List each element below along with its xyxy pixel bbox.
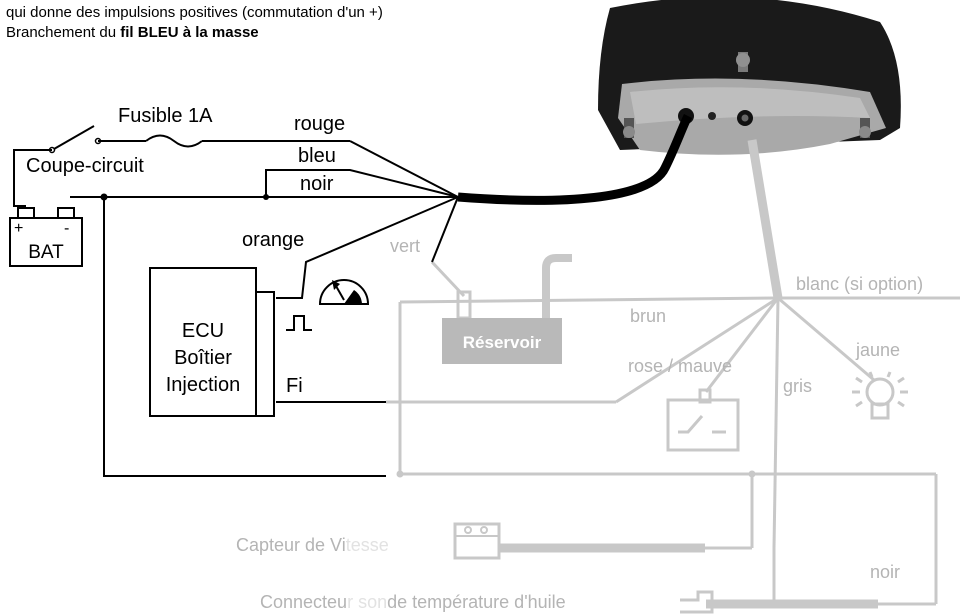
faded-labels: vert brun rose / mauve gris jaune blanc … — [236, 236, 923, 612]
gauge-stud-right-nut — [859, 126, 871, 138]
tacho-needle-tip — [332, 280, 340, 290]
label-rose: rose / mauve — [628, 356, 732, 376]
battery-body — [9, 217, 83, 267]
battery-terminal-minus — [57, 207, 75, 219]
bulb-ray-6 — [897, 400, 905, 408]
speed-sensor-hole-1 — [464, 526, 472, 534]
label-connecteur-huile: Connecteur sonde température d'huile — [260, 592, 566, 612]
header-line-2-bold: fil BLEU à la masse — [120, 24, 258, 41]
tachometer-icon — [318, 279, 370, 305]
breaker-contact-right — [94, 137, 102, 145]
junction-ground-grey — [396, 470, 404, 478]
oil-switch-icon — [666, 388, 740, 452]
grey-harness — [747, 139, 783, 299]
header-line-2: Branchement du fil BLEU à la masse — [6, 24, 259, 41]
label-blanc: blanc (si option) — [796, 274, 923, 294]
battery-minus-label: - — [64, 220, 69, 237]
gauge-hole — [708, 112, 716, 120]
bulb-base — [870, 402, 890, 420]
oil-temp-connector-shape — [680, 590, 714, 614]
battery: + - BAT — [9, 207, 83, 267]
battery-label: BAT — [28, 242, 64, 263]
wire-gris — [772, 297, 780, 549]
reservoir-label: Réservoir — [463, 333, 542, 352]
ecu-label-1: ECU — [182, 320, 224, 342]
ecu-body — [149, 267, 257, 417]
bulb-ray-7 — [868, 371, 874, 378]
oil-temp-connector-icon — [680, 590, 714, 614]
main-cable — [457, 113, 693, 205]
header-line-1: qui donne des impulsions positives (comm… — [6, 4, 383, 21]
label-fuse: Fusible 1A — [118, 105, 213, 127]
reservoir-body — [442, 318, 562, 364]
label-noir-bottom: noir — [870, 562, 900, 582]
label-capteur-vitesse: Capteur de Vitesse — [236, 535, 389, 555]
black-labels: Fusible 1A Coupe-circuit rouge bleu noir… — [26, 105, 345, 397]
gauge-stud-left-nut — [623, 126, 635, 138]
battery-terminal-plus — [17, 207, 35, 219]
gauge-stud-nut — [736, 53, 750, 67]
bulb-glass — [865, 377, 895, 407]
wire-rouge — [349, 140, 459, 198]
ecu-connector — [255, 291, 275, 417]
wire-orange — [276, 196, 459, 299]
wire-brun — [399, 296, 779, 304]
label-jaune: jaune — [855, 340, 900, 360]
speed-sensor-icon — [453, 522, 501, 560]
label-conn-a: Connecteu — [260, 592, 347, 612]
oil-switch-contact — [678, 415, 704, 434]
faded-wiring — [386, 139, 960, 609]
tacho-needle — [335, 285, 345, 301]
label-rouge: rouge — [294, 113, 345, 135]
tacho-red-zone — [344, 290, 362, 304]
black-wiring — [13, 113, 693, 477]
label-gris: gris — [783, 376, 812, 396]
bulb-ray-8 — [886, 371, 892, 378]
reservoir: Réservoir — [442, 254, 572, 364]
wire-vert-grey — [430, 260, 466, 298]
battery-plus-label: + — [14, 220, 23, 237]
wire-bat-plus — [13, 149, 52, 207]
oil-switch-box — [666, 398, 740, 452]
wire-ground — [103, 197, 386, 477]
wire-vert — [431, 196, 459, 263]
label-fi: Fi — [286, 375, 303, 397]
speed-sensor-hole-2 — [480, 526, 488, 534]
wire-bleu — [265, 169, 459, 198]
label-conn-c: de température d'huile — [387, 592, 566, 612]
gauge-connector-pin — [741, 114, 749, 122]
fuse-symbol — [145, 134, 203, 148]
reservoir-pipe — [542, 254, 572, 320]
junction-bleu — [263, 194, 269, 200]
wire-rose — [615, 296, 779, 404]
label-bleu: bleu — [298, 145, 336, 167]
bulb-icon — [852, 371, 908, 420]
wire-jaune — [777, 296, 875, 382]
bulb-ray-3 — [855, 400, 863, 408]
label-orange: orange — [242, 229, 304, 251]
label-vert: vert — [390, 236, 420, 256]
label-noir: noir — [300, 173, 334, 195]
label-breaker: Coupe-circuit — [26, 155, 144, 177]
label-capteur-b: tesse — [346, 535, 389, 555]
junction-speed — [748, 470, 756, 478]
wire-rose-switch — [704, 297, 780, 393]
label-brun: brun — [630, 306, 666, 326]
breaker-contact-left — [48, 146, 56, 154]
oil-switch-terminal — [698, 388, 712, 404]
pulse-icon — [286, 315, 312, 331]
bulb-ray-4 — [897, 376, 905, 384]
breaker-switch-arm — [53, 125, 95, 150]
junction-ground — [100, 193, 108, 201]
speed-sensor-body — [453, 522, 501, 560]
ecu-box: ECU Boîtier Injection — [149, 267, 275, 417]
gauge-unit — [598, 0, 901, 155]
ecu-label-2: Boîtier — [174, 347, 232, 369]
ecu-label-3: Injection — [166, 374, 241, 396]
bulb-ray-1 — [855, 376, 863, 384]
label-capteur-a: Capteur de Vi — [236, 535, 346, 555]
label-conn-b: r son — [347, 592, 387, 612]
header-line-2-prefix: Branchement du — [6, 24, 120, 41]
